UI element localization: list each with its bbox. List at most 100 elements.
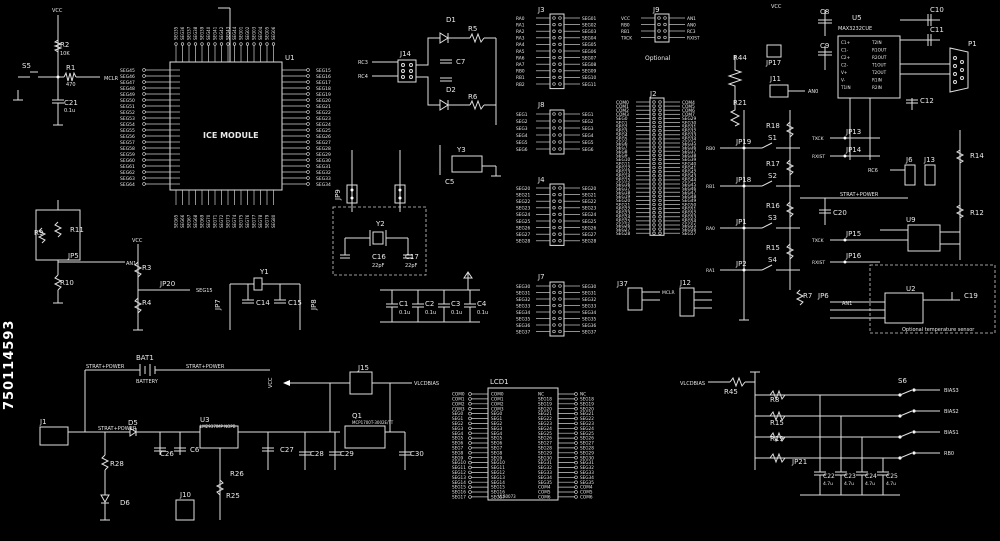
r18-label: R18 <box>766 122 780 130</box>
lcd1-inner-left: SEG9 <box>491 455 503 460</box>
mclr-net: MCLR <box>104 76 119 82</box>
lcd1-left-pin: SEG9 <box>452 455 464 460</box>
header-pin-right: SEG29 <box>682 116 697 122</box>
u1-top-pin: SEG38 <box>193 26 198 40</box>
header-pin-left: SEG20 <box>616 198 631 204</box>
lcd1-right-pin: COM4 <box>580 485 593 490</box>
lcd1-inner-left: SEG3 <box>491 426 503 431</box>
lcd1-right-pin: SEG26 <box>580 436 594 441</box>
header-pin-right: AN1 <box>687 16 696 22</box>
header-pin-right: SEG04 <box>582 36 597 42</box>
j8-label: J8 <box>537 101 545 109</box>
header-pin-right: SEG37 <box>682 149 697 155</box>
u1-left-pin: SEG45 <box>120 68 135 74</box>
header-pin-right: SEG2 <box>582 119 594 125</box>
u1-left-pin: SEG61 <box>120 164 135 170</box>
header-pin-left: RA4 <box>516 42 525 48</box>
lcd1-left-pin: SEG4 <box>452 431 464 436</box>
u1-top-pin: SEG41 <box>213 26 218 40</box>
lcd1-inner-right: SEG27 <box>538 441 552 446</box>
u1-bottom-pin: SEG72 <box>219 214 224 228</box>
header-pin-left: RA2 <box>516 29 525 35</box>
c10-label: C10 <box>930 6 944 14</box>
c12-label: C12 <box>920 97 934 105</box>
rc3-net: RC3 <box>358 60 368 66</box>
jumper-net-label: TXCK <box>811 238 825 244</box>
header-pin-right: SEG02 <box>582 22 597 28</box>
header-pin-left: SEG21 <box>516 192 531 198</box>
header-pin-right: SEG31 <box>682 124 697 130</box>
lcd1-inner-right: COM5 <box>538 490 551 495</box>
u1-left-pin: SEG49 <box>120 92 135 98</box>
header-pin-left: SEG25 <box>516 219 531 225</box>
lcd1-inner-left: SEG7 <box>491 446 503 451</box>
u9-label: U9 <box>906 216 916 224</box>
header-pin-right: SEG30 <box>682 120 697 126</box>
c7-label: C7 <box>456 58 465 66</box>
c16-label: C16 <box>372 253 386 261</box>
u1-bottom-pin: SEG78 <box>258 214 263 228</box>
header-pin-right: SEG55 <box>682 223 697 229</box>
vcc-jp17: VCC <box>771 4 782 10</box>
header-pin-left: SEG3 <box>516 126 528 132</box>
u1-bottom-pin: SEG67 <box>187 214 192 228</box>
lcd1-part: VLS0073 <box>498 494 516 499</box>
header-pin-right: SEG27 <box>582 232 597 238</box>
j37-label: J37 <box>616 280 628 288</box>
header-pin-right: SEG57 <box>682 231 697 237</box>
header-pin-right: SEG06 <box>582 49 597 55</box>
header-pin-left: RB2 <box>516 82 525 88</box>
lcd1-inner-left: SEG8 <box>491 450 503 455</box>
u5-pin: C2- <box>841 63 849 68</box>
header-pin-left: SEG1 <box>516 112 528 118</box>
r15-label: R15 <box>766 244 780 252</box>
u5-max3232: U5 MAX3232CUE C1+C1-C2+C2-V+V-T1INT2INR1… <box>818 6 977 160</box>
c21-label: C21 <box>64 99 78 107</box>
u1-right-pin: SEG18 <box>316 86 331 92</box>
u1-label: U1 <box>285 54 295 62</box>
j10-label: J10 <box>179 491 191 499</box>
c4-cap: C40.1u <box>464 290 488 322</box>
header-pin-right: RC3 <box>687 29 696 35</box>
u5-part: MAX3232CUE <box>838 26 872 32</box>
lcd1-inner-left: COM2 <box>491 401 504 406</box>
jp18-label: JP18 <box>735 176 751 184</box>
s6-pin-label: BIAS1 <box>944 430 959 436</box>
header-pin-left: SEG32 <box>516 297 531 303</box>
jumper-net-label: TXCK <box>811 136 825 142</box>
lcd1-left-pin: SEG2 <box>452 421 464 426</box>
lcd1-inner-right: SEG20 <box>538 406 552 411</box>
s2-label: S2 <box>768 172 777 180</box>
c23-label: C23 <box>844 473 856 480</box>
jumper-net-label: RXIST <box>812 154 825 160</box>
header-pin-right: SEG36 <box>582 323 597 329</box>
header-pin-right: SEG35 <box>682 141 697 147</box>
vcc-j15: VCC <box>268 377 274 388</box>
header-pin-left: TXCK <box>620 35 632 41</box>
u1-bottom-pin: SEG76 <box>245 214 250 228</box>
seg15-net: SEG15 <box>196 288 213 294</box>
r26-label: R26 <box>230 470 244 478</box>
lcd1-inner-right: SEG32 <box>538 465 552 470</box>
c16-value: 22pF <box>372 263 385 269</box>
j12-label: J12 <box>679 279 691 287</box>
u1-left-pin: SEG60 <box>120 158 135 164</box>
y1-label: Y1 <box>259 268 269 276</box>
c3-label: C3 <box>451 300 460 308</box>
header-pin-left: RA1 <box>516 22 525 28</box>
r5-label: R5 <box>468 25 477 33</box>
u1-right-pin: SEG30 <box>316 158 331 164</box>
r2-value: 10K <box>60 51 70 57</box>
header-pin-left: COM3 <box>616 112 629 118</box>
header-pin-left: SEG5 <box>516 140 528 146</box>
r28-label: R28 <box>110 460 124 468</box>
